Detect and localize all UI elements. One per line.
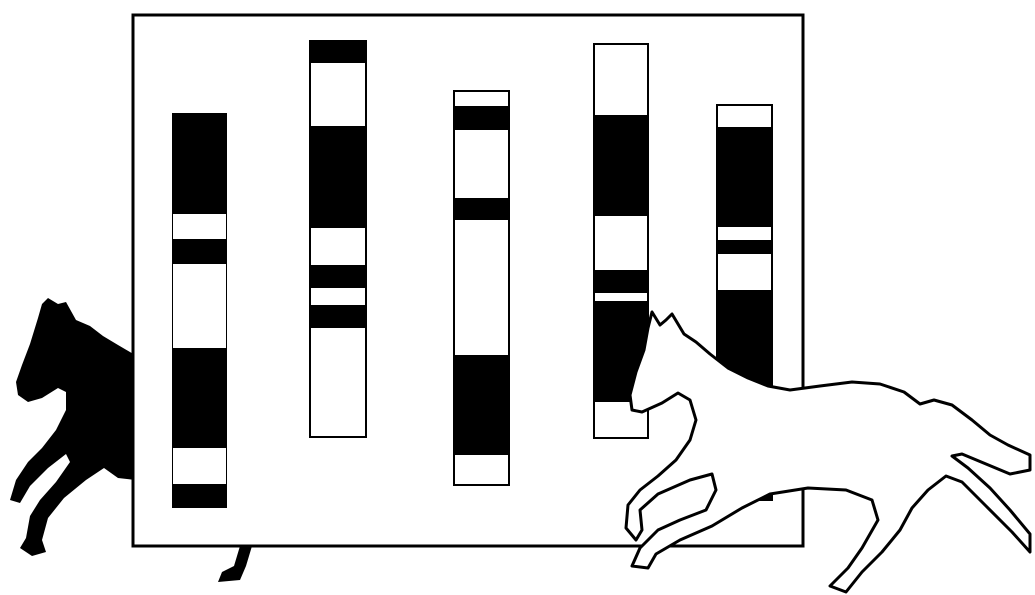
band-dark	[717, 240, 772, 254]
band-dark	[454, 355, 509, 455]
band-dark	[310, 265, 366, 288]
band-dark	[594, 115, 648, 216]
band-dark	[310, 305, 366, 328]
band-gap	[173, 214, 226, 239]
gel-lane-3	[454, 91, 509, 485]
band-dark	[454, 198, 509, 220]
gel-lane-2	[310, 41, 366, 437]
gel-lane-1	[172, 113, 227, 508]
band-dark	[310, 126, 366, 228]
band-gap	[173, 264, 226, 348]
band-dark	[594, 270, 648, 293]
white-outlined-horse-icon	[626, 312, 1030, 592]
band-gap	[173, 448, 226, 484]
band-dark	[310, 41, 366, 63]
band-dark	[454, 106, 509, 130]
band-dark	[717, 127, 772, 227]
